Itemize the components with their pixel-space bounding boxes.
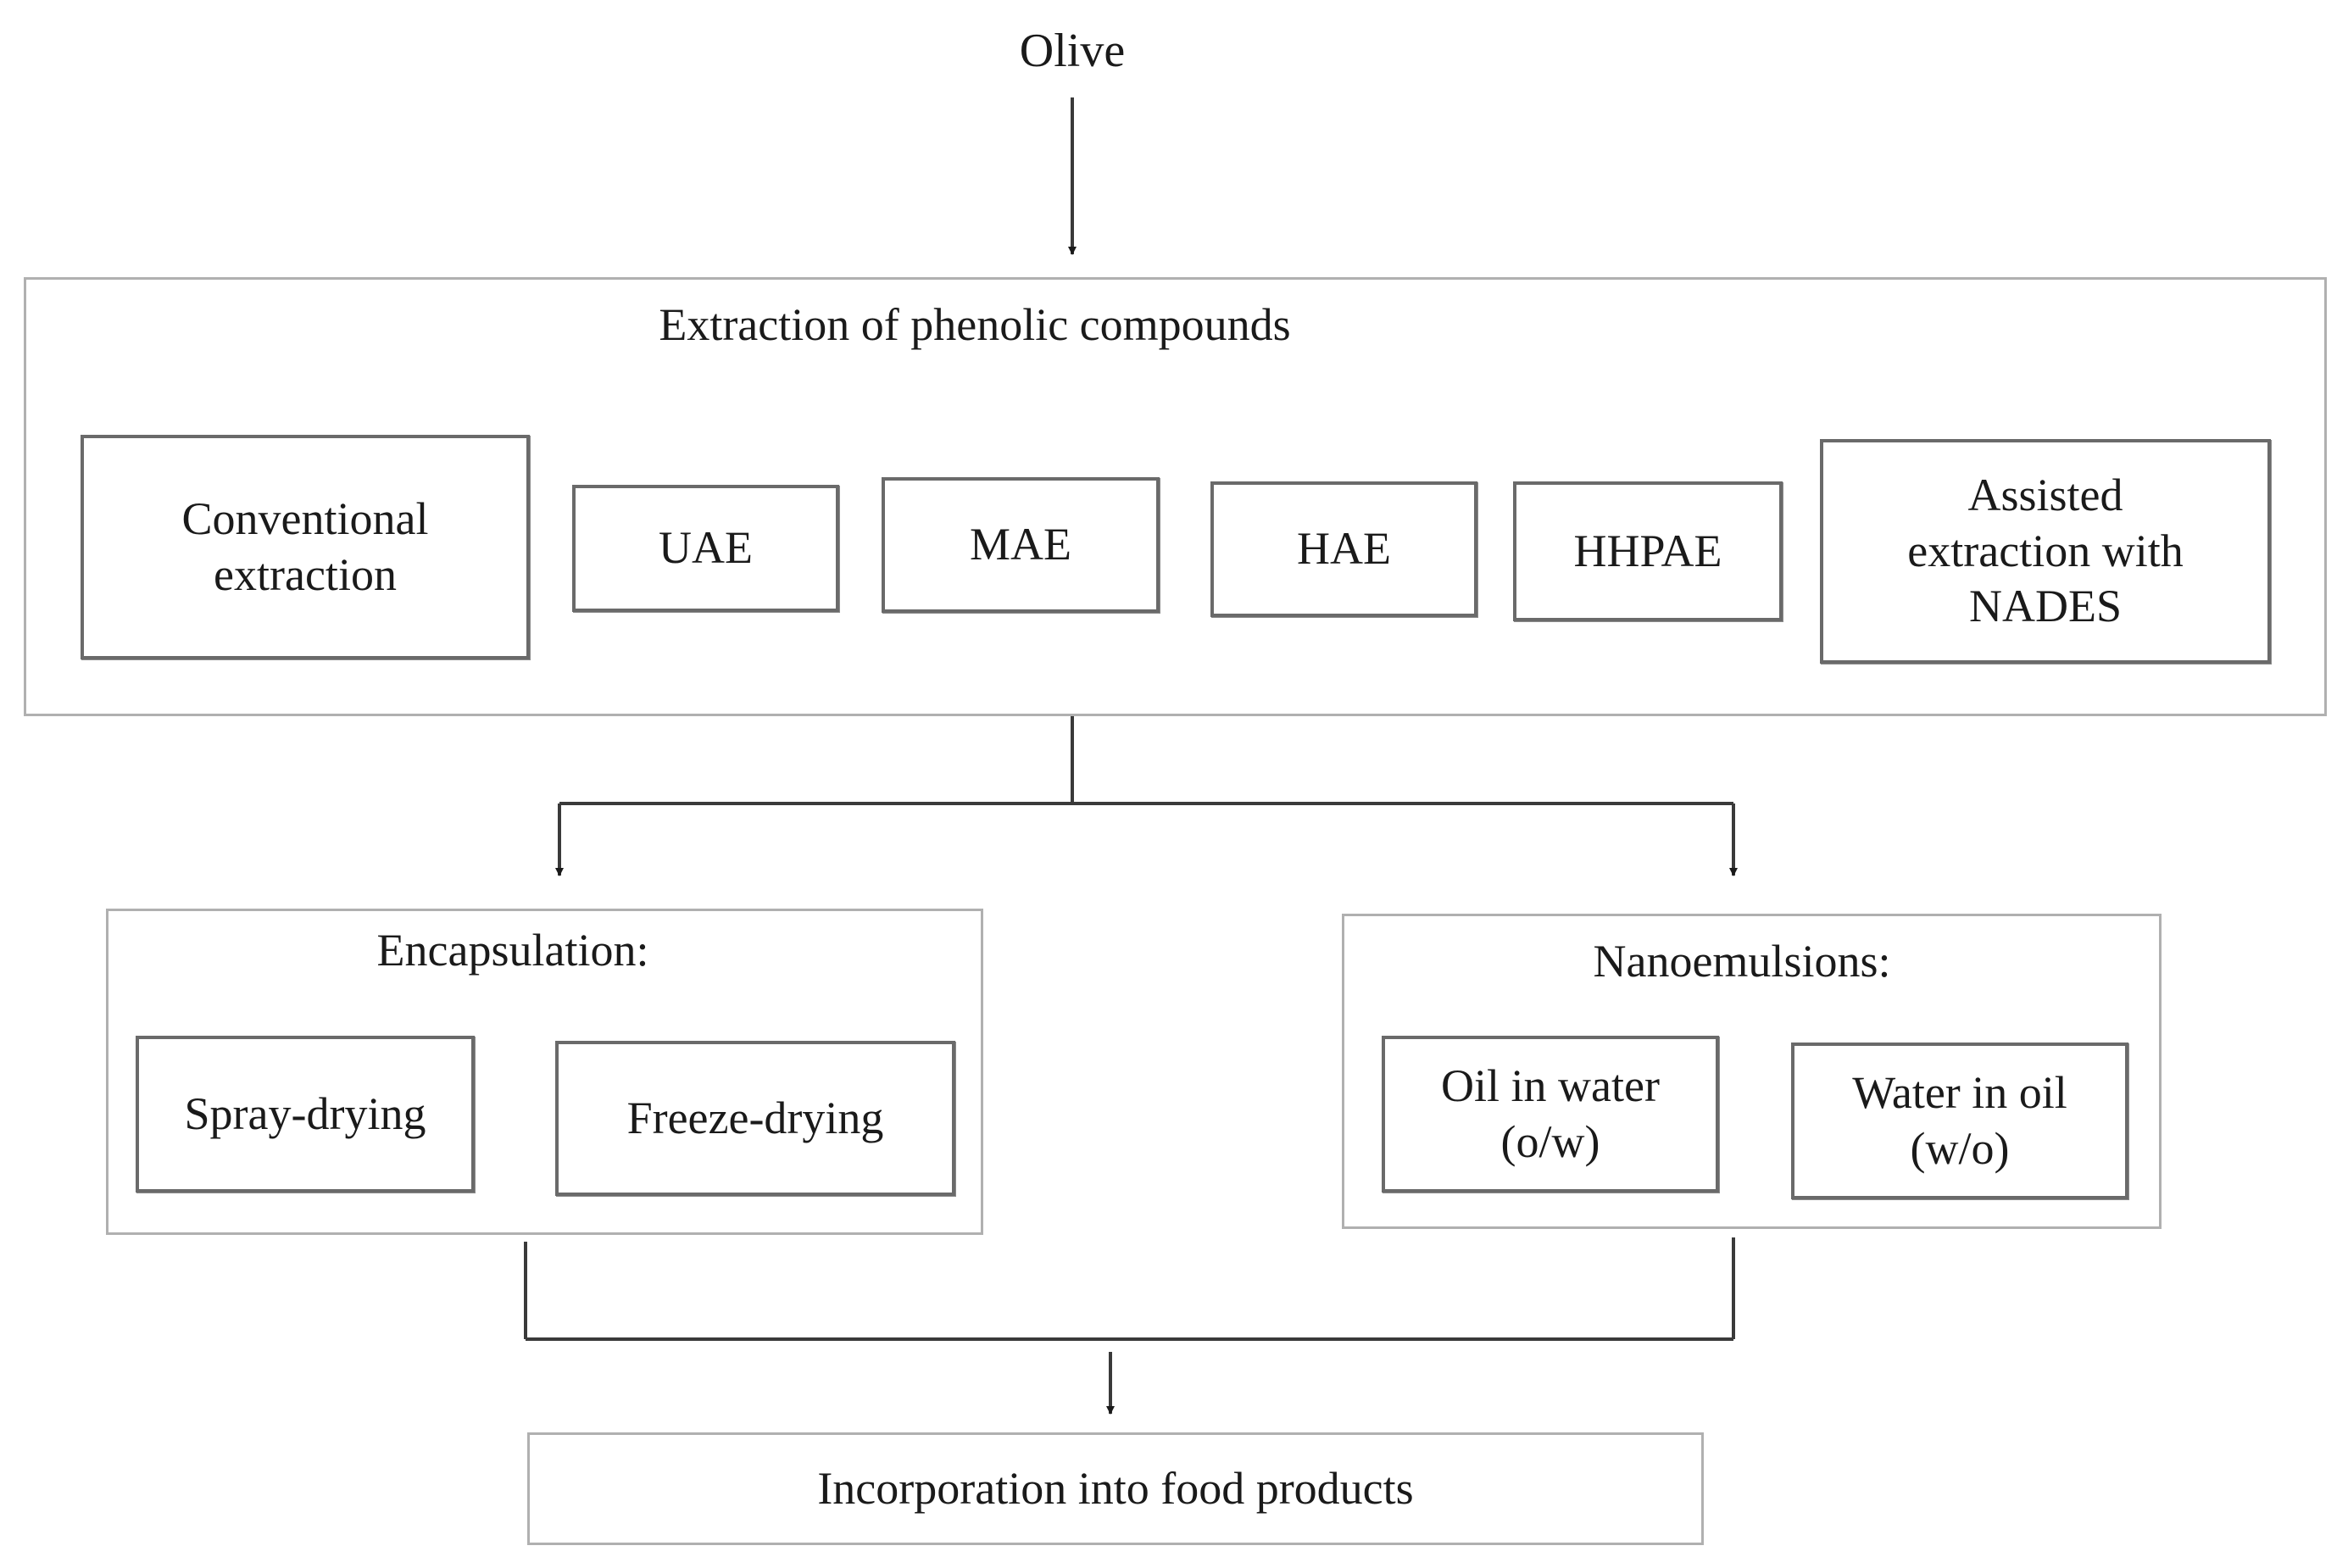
encapsulation-title: Encapsulation: bbox=[376, 925, 649, 976]
method-freeze-drying: Freeze-drying bbox=[555, 1041, 955, 1196]
nanoemulsion-water-in-oil: Water in oil (w/o) bbox=[1791, 1043, 2128, 1199]
nanoemulsions-title: Nanoemulsions: bbox=[1593, 936, 1891, 987]
method-mae: MAE bbox=[882, 477, 1160, 613]
method-conventional-extraction: Conventional extraction bbox=[81, 435, 530, 659]
method-hae: HAE bbox=[1210, 481, 1477, 617]
nanoemulsion-oil-in-water: Oil in water (o/w) bbox=[1382, 1036, 1719, 1193]
method-hhpae: HHPAE bbox=[1513, 481, 1783, 621]
method-spray-drying: Spray-drying bbox=[136, 1036, 475, 1193]
method-uae: UAE bbox=[572, 485, 839, 612]
incorporation-box: Incorporation into food products bbox=[527, 1432, 1704, 1545]
olive-label: Olive bbox=[1019, 25, 1126, 77]
method-assisted-extraction-nades: Assisted extraction with NADES bbox=[1820, 439, 2271, 664]
extraction-title: Extraction of phenolic compounds bbox=[659, 299, 1291, 350]
